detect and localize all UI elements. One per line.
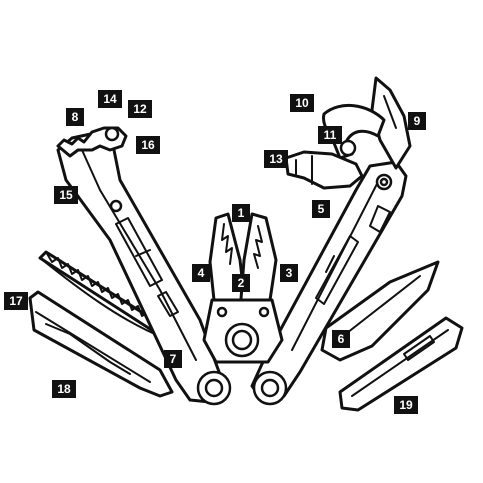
callout-label-13: 13 [269,152,283,166]
callout-badge-17: 17 [4,292,28,310]
callout-badge-2: 2 [232,274,250,292]
callout-label-16: 16 [141,138,155,152]
callout-badge-8: 8 [66,108,84,126]
callout-badge-18: 18 [52,380,76,398]
callout-label-18: 18 [57,382,71,396]
callout-badge-16: 16 [136,136,160,154]
callout-label-17: 17 [9,294,23,308]
callout-label-12: 12 [133,102,147,116]
file-tool [28,290,174,398]
saw-blade [38,250,172,340]
callout-label-7: 7 [170,352,177,366]
callout-label-10: 10 [295,96,309,110]
callout-badge-19: 19 [394,396,418,414]
callout-badge-15: 15 [54,186,78,204]
callout-badge-4: 4 [192,264,210,282]
right-handle [250,160,408,402]
bit-driver [284,139,364,190]
callout-badge-14: 14 [98,90,122,108]
callout-label-1: 1 [238,206,245,220]
left-top-head [56,126,128,158]
pliers-jaws [202,212,284,364]
callout-label-8: 8 [72,110,79,124]
callout-label-5: 5 [318,202,325,216]
callout-badge-9: 9 [408,112,426,130]
callout-badge-11: 11 [318,126,342,144]
small-blade [320,260,440,362]
pivot-left [196,370,232,406]
callout-badge-12: 12 [128,100,152,118]
callout-label-6: 6 [338,332,345,346]
callout-label-19: 19 [399,398,413,412]
callout-badge-10: 10 [290,94,314,112]
callout-badge-5: 5 [312,200,330,218]
callout-badge-3: 3 [280,264,298,282]
pivot-right [252,370,288,406]
callout-badge-7: 7 [164,350,182,368]
callout-label-15: 15 [59,188,73,202]
callout-label-4: 4 [198,266,205,280]
callout-label-3: 3 [286,266,293,280]
callout-badge-6: 6 [332,330,350,348]
callout-label-9: 9 [414,114,421,128]
callout-badge-1: 1 [232,204,250,222]
left-handle [56,130,224,404]
callout-badge-13: 13 [264,150,288,168]
bit-holder-clip [338,316,464,412]
callout-label-11: 11 [324,128,337,142]
callout-label-14: 14 [103,92,117,106]
callout-label-2: 2 [238,276,245,290]
